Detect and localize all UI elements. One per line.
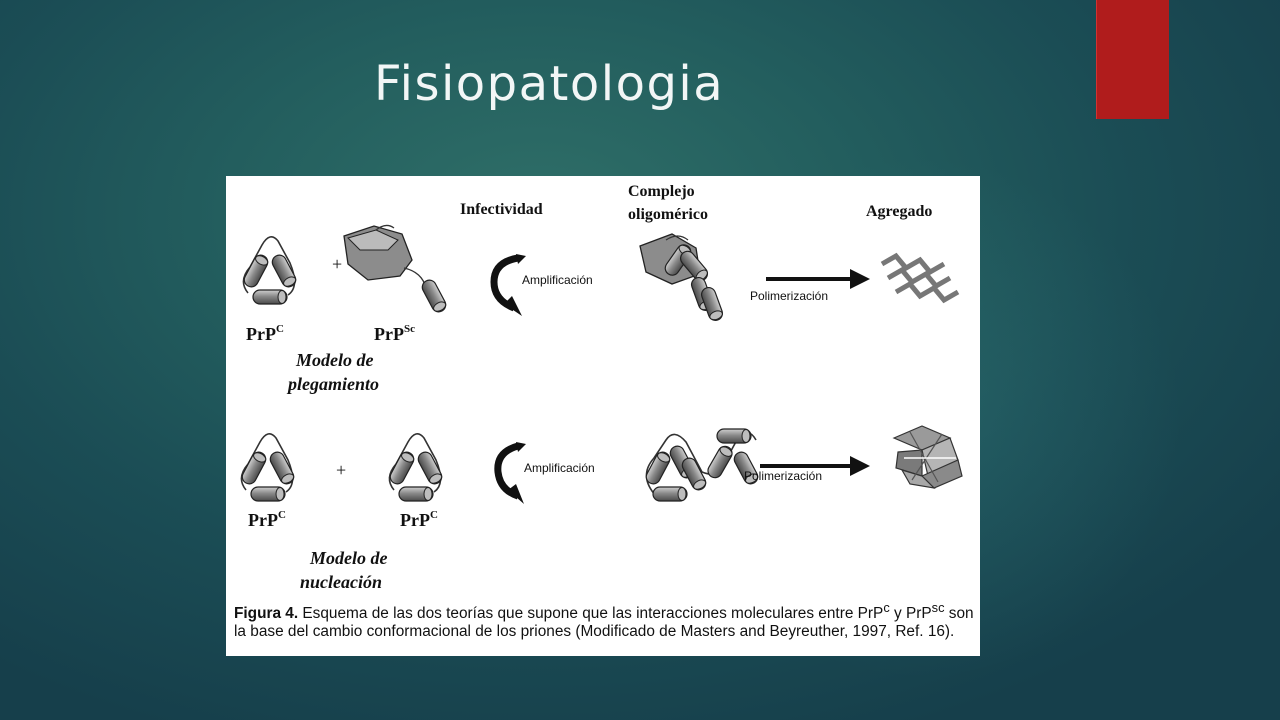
top-amplificacion-label: Amplificación [522, 273, 593, 287]
top-prpc-structure [242, 237, 298, 304]
top-model-line1: Modelo de [295, 350, 373, 370]
figure-caption: Figura 4. Esquema de las dos teorías que… [234, 600, 974, 640]
top-label-prpc: PrPC [246, 323, 284, 344]
top-amplification-arrow [490, 254, 526, 316]
slide-title: Fisiopatologia [374, 56, 725, 112]
bottom-model-line1: Modelo de [309, 548, 387, 568]
bottom-polimerizacion-label: Polimerización [744, 469, 822, 483]
bottom-aggregate-crystal [892, 425, 963, 489]
accent-tab [1096, 0, 1169, 119]
bottom-amplificacion-label: Amplificación [524, 461, 595, 475]
prion-diagram: Infectividad Complejo oligomérico Agrega… [226, 183, 963, 592]
top-model-line2: plegamiento [286, 374, 379, 394]
header-complejo-line1: Complejo [628, 183, 695, 200]
prion-figure: Infectividad Complejo oligomérico Agrega… [226, 176, 980, 656]
top-aggregate-fibril [880, 252, 960, 304]
bottom-prpc-left-structure [240, 434, 296, 501]
header-complejo-line2: oligomérico [628, 206, 708, 223]
header-agregado: Agregado [866, 203, 932, 220]
top-complex-structure [639, 233, 725, 323]
header-infectividad: Infectividad [460, 201, 543, 218]
top-prpsc-structure [343, 224, 449, 315]
bottom-plus: + [336, 460, 346, 480]
top-label-prpsc: PrPSc [374, 323, 415, 344]
bottom-label-prpc-left: PrPC [248, 509, 286, 530]
top-plus: + [332, 254, 342, 274]
top-polimerizacion-label: Polimerización [750, 289, 828, 303]
bottom-complex-structure [643, 428, 761, 502]
bottom-prpc-right-structure [388, 434, 444, 501]
bottom-amplification-arrow [494, 442, 526, 504]
bottom-label-prpc-right: PrPC [400, 509, 438, 530]
bottom-model-line2: nucleación [300, 572, 382, 592]
